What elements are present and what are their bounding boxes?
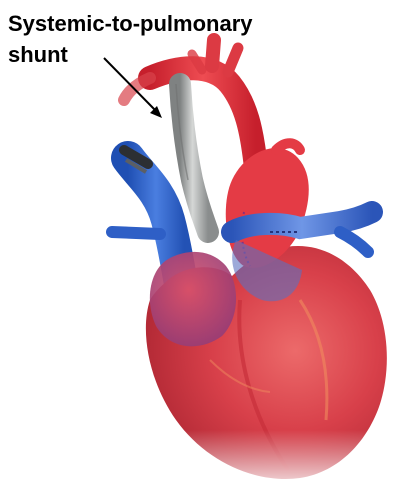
- right-atrium: [150, 252, 236, 346]
- shunt-label: Systemic-to-pulmonary shunt: [8, 8, 308, 70]
- shunt-label-line1: Systemic-to-pulmonary: [8, 8, 308, 39]
- shunt-label-line2: shunt: [8, 39, 308, 70]
